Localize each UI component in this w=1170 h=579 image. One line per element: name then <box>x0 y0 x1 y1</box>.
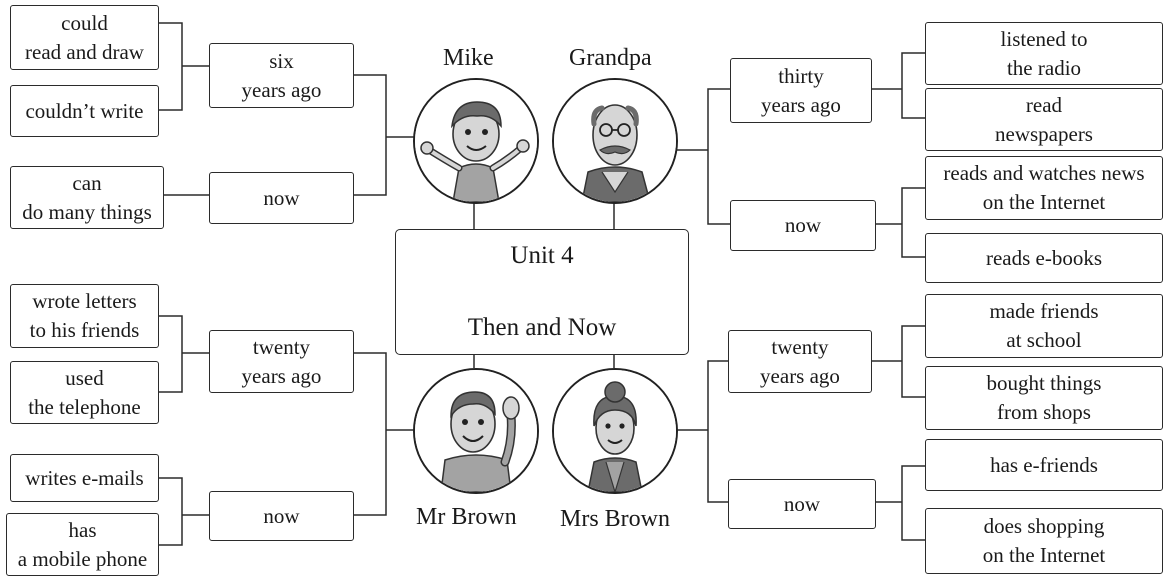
mike-now-label: now <box>209 172 354 224</box>
grandpa-then-label: thirty years ago <box>730 58 872 123</box>
mrs-brown-portrait <box>552 368 678 494</box>
grandpa-now-item-2: reads e-books <box>925 233 1163 283</box>
unit-title-box: Unit 4 Then and Now <box>395 229 689 355</box>
mr-brown-now-label: now <box>209 491 354 541</box>
mr-brown-portrait <box>413 368 539 494</box>
mrs-brown-now-item-2: does shopping on the Internet <box>925 508 1163 574</box>
mike-then-item-2: couldn’t write <box>10 85 159 137</box>
mrs-brown-then-item-1: made friends at school <box>925 294 1163 358</box>
mr-brown-then-label: twenty years ago <box>209 330 354 393</box>
unit-number: Unit 4 <box>510 241 574 269</box>
mr-brown-now-item-1: writes e-mails <box>10 454 159 502</box>
mrs-brown-then-item-2: bought things from shops <box>925 366 1163 430</box>
grandpa-now-item-1: reads and watches news on the Internet <box>925 156 1163 220</box>
grandpa-then-item-1: listened to the radio <box>925 22 1163 85</box>
mrs-brown-now-label: now <box>728 479 876 529</box>
mike-then-label: six years ago <box>209 43 354 108</box>
mrs-brown-now-item-1: has e-friends <box>925 439 1163 491</box>
grandpa-then-item-2: read newspapers <box>925 88 1163 151</box>
mike-now-item-1: can do many things <box>10 166 164 229</box>
grandpa-portrait <box>552 78 678 204</box>
mr-brown-then-item-1: wrote letters to his friends <box>10 284 159 348</box>
name-mr-brown: Mr Brown <box>416 504 517 530</box>
mr-brown-then-item-2: used the telephone <box>10 361 159 424</box>
name-grandpa: Grandpa <box>569 45 652 71</box>
grandpa-now-label: now <box>730 200 876 251</box>
unit-title: Then and Now <box>467 314 617 342</box>
mike-portrait <box>413 78 539 204</box>
mike-then-item-1: could read and draw <box>10 5 159 70</box>
mr-brown-now-item-2: has a mobile phone <box>6 513 159 576</box>
name-mrs-brown: Mrs Brown <box>560 506 671 532</box>
name-mike: Mike <box>443 45 494 71</box>
mrs-brown-then-label: twenty years ago <box>728 330 872 393</box>
